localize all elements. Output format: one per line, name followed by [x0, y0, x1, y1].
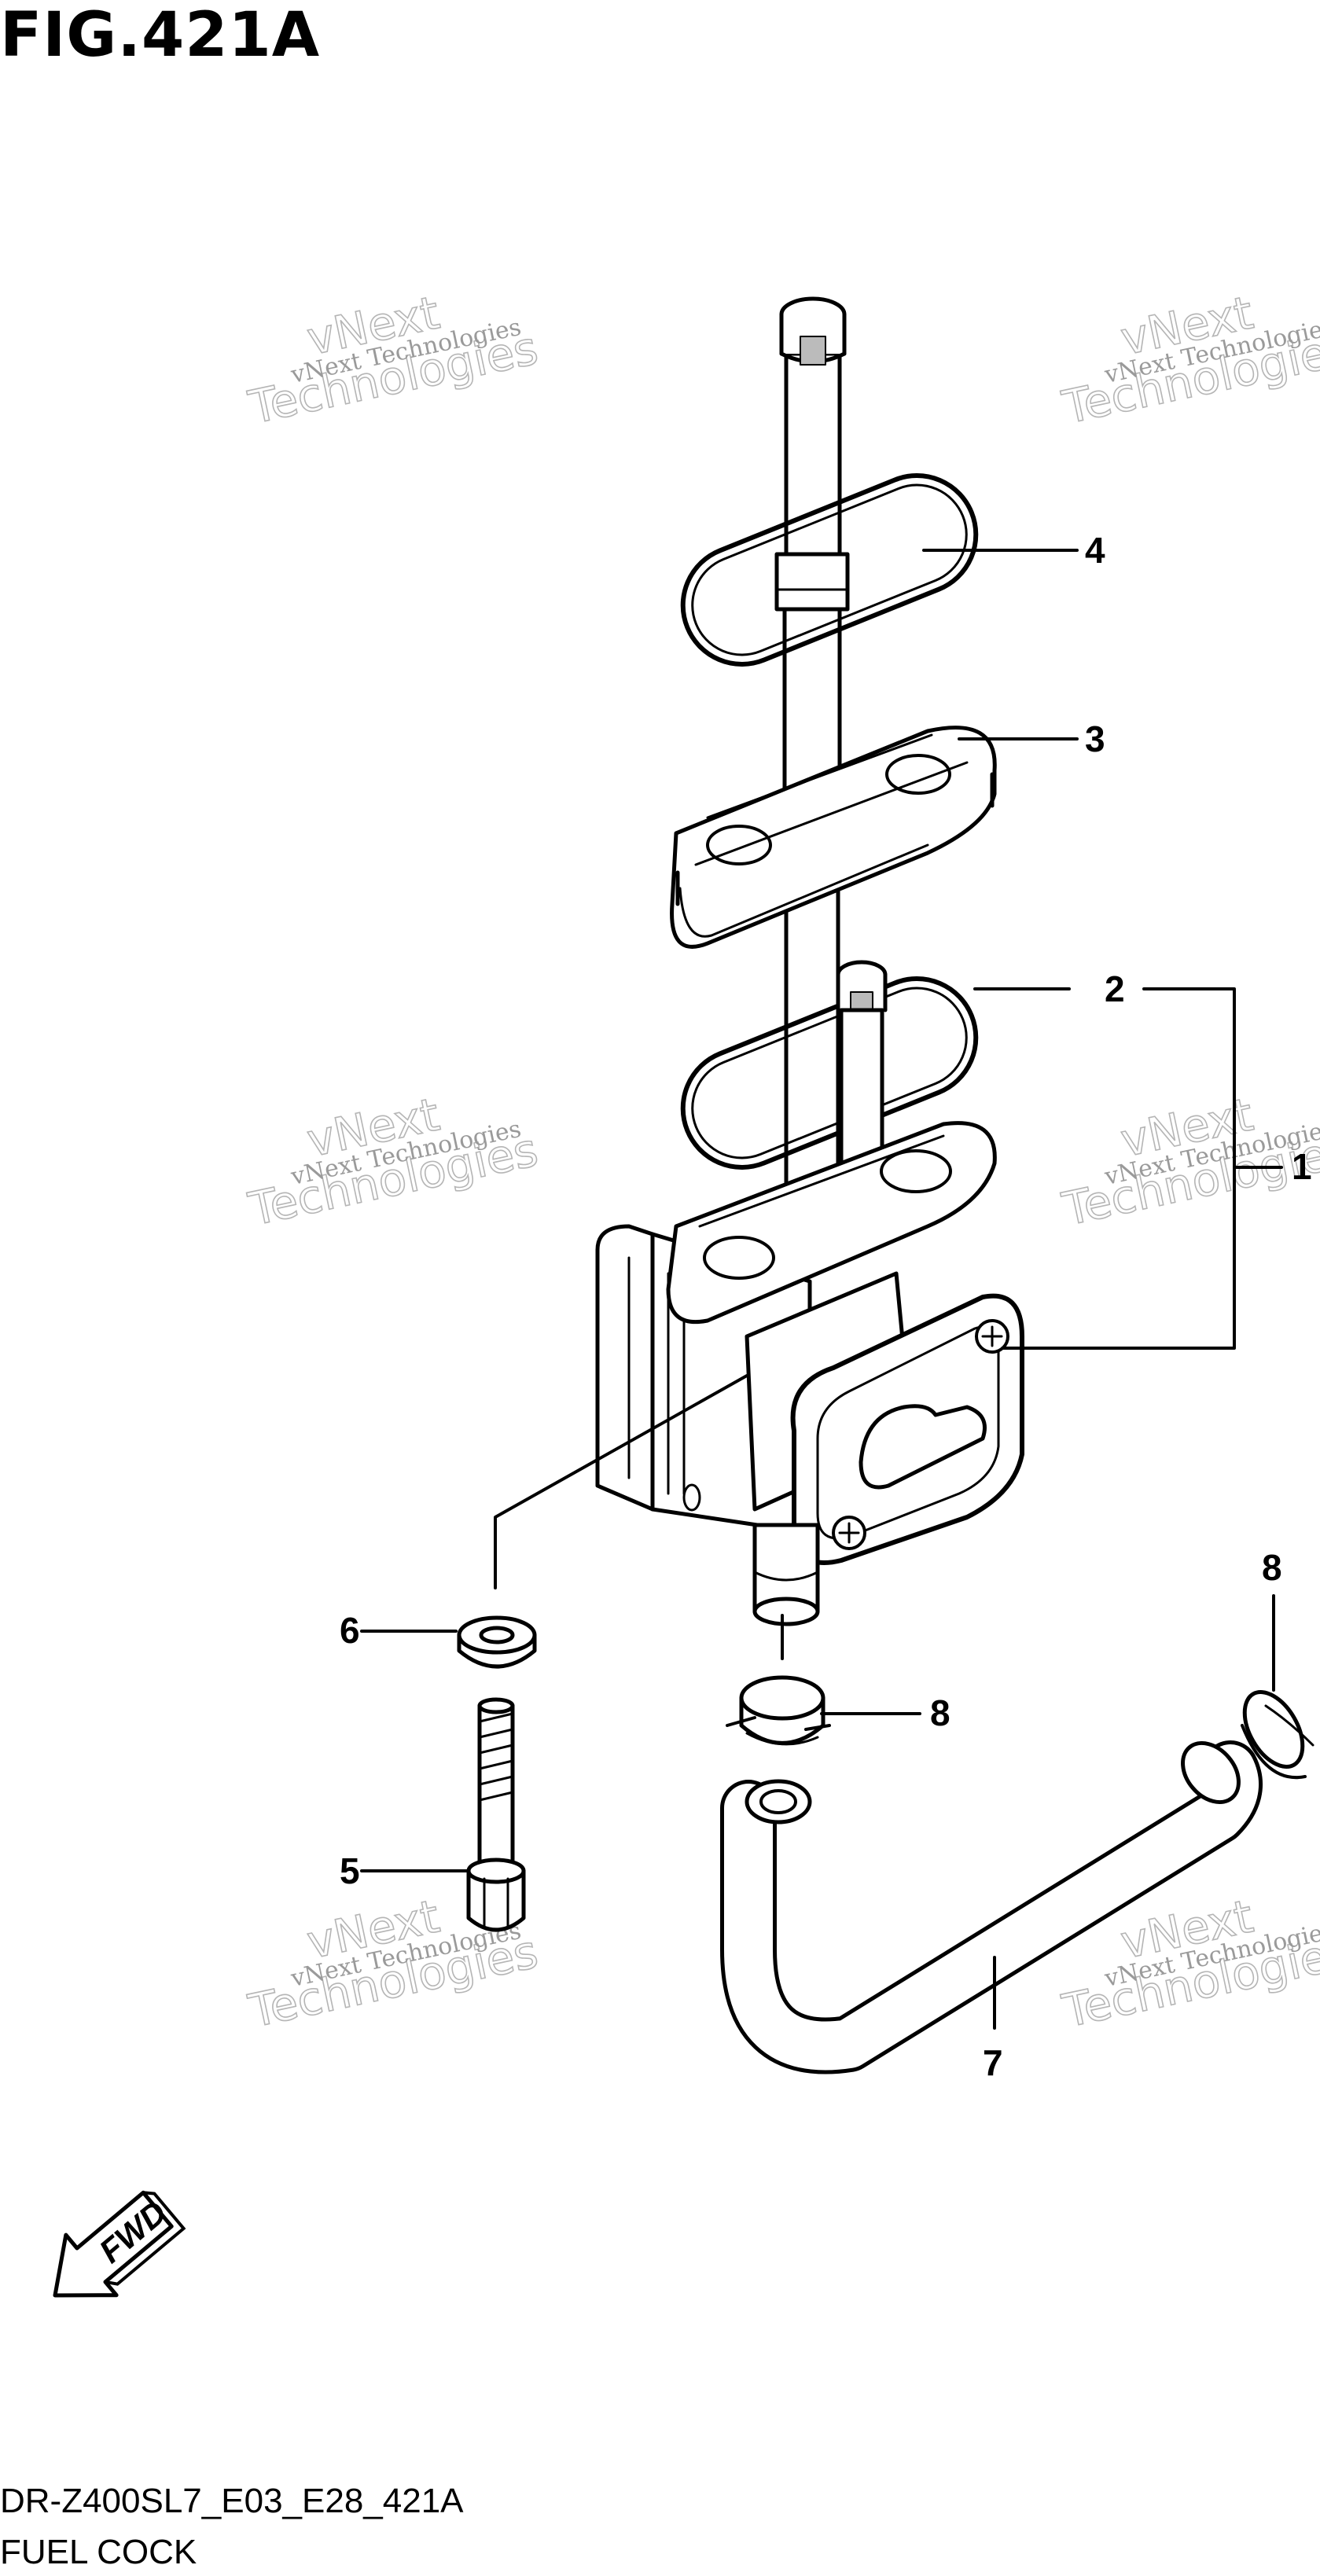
part-1-fuel-cock-body	[595, 1121, 1024, 1626]
callout-5: 5	[340, 1850, 360, 1891]
fwd-arrow: FWD	[53, 2190, 186, 2298]
callout-labels: 4 3 2 1 6 5 8 8 7	[340, 530, 1312, 2083]
callout-8-left: 8	[930, 1692, 950, 1733]
watermark-mid-right: Technologies vNext vNext Technologies	[1057, 1087, 1320, 1237]
watermark-top-right: Technologies vNext vNext Technologies	[1057, 285, 1320, 435]
watermark-group: Technologies vNext vNext Technologies Te…	[243, 285, 1320, 2039]
diagram-name: FUEL COCK	[0, 2533, 197, 2571]
callout-2: 2	[1105, 968, 1125, 1009]
callout-8-right: 8	[1262, 1547, 1282, 1588]
fuel-reserve-tube	[836, 960, 888, 1178]
callout-6: 6	[340, 1610, 360, 1651]
part-6-washer	[457, 1615, 537, 1669]
part-8-clamp-left	[726, 1675, 831, 1746]
watermark-top-left: Technologies vNext vNext Technologies	[243, 285, 542, 435]
callout-3: 3	[1085, 718, 1105, 759]
part-8-clamp-right	[1241, 1690, 1314, 1780]
part-4-o-ring	[680, 473, 979, 667]
part-5-bolt	[466, 1697, 526, 1932]
part-3-gasket	[670, 726, 997, 949]
callout-4: 4	[1085, 530, 1105, 571]
figure-title: FIG.421A	[0, 0, 321, 71]
part-7-fuel-hose	[720, 1740, 1263, 2074]
callout-7: 7	[983, 2042, 1003, 2083]
leader-lines	[360, 549, 1283, 2030]
diagram-code: DR-Z400SL7_E03_E28_421A	[0, 2482, 464, 2520]
watermark-mid-left: Technologies vNext vNext Technologies	[243, 1087, 542, 1237]
callout-1: 1	[1292, 1146, 1312, 1187]
